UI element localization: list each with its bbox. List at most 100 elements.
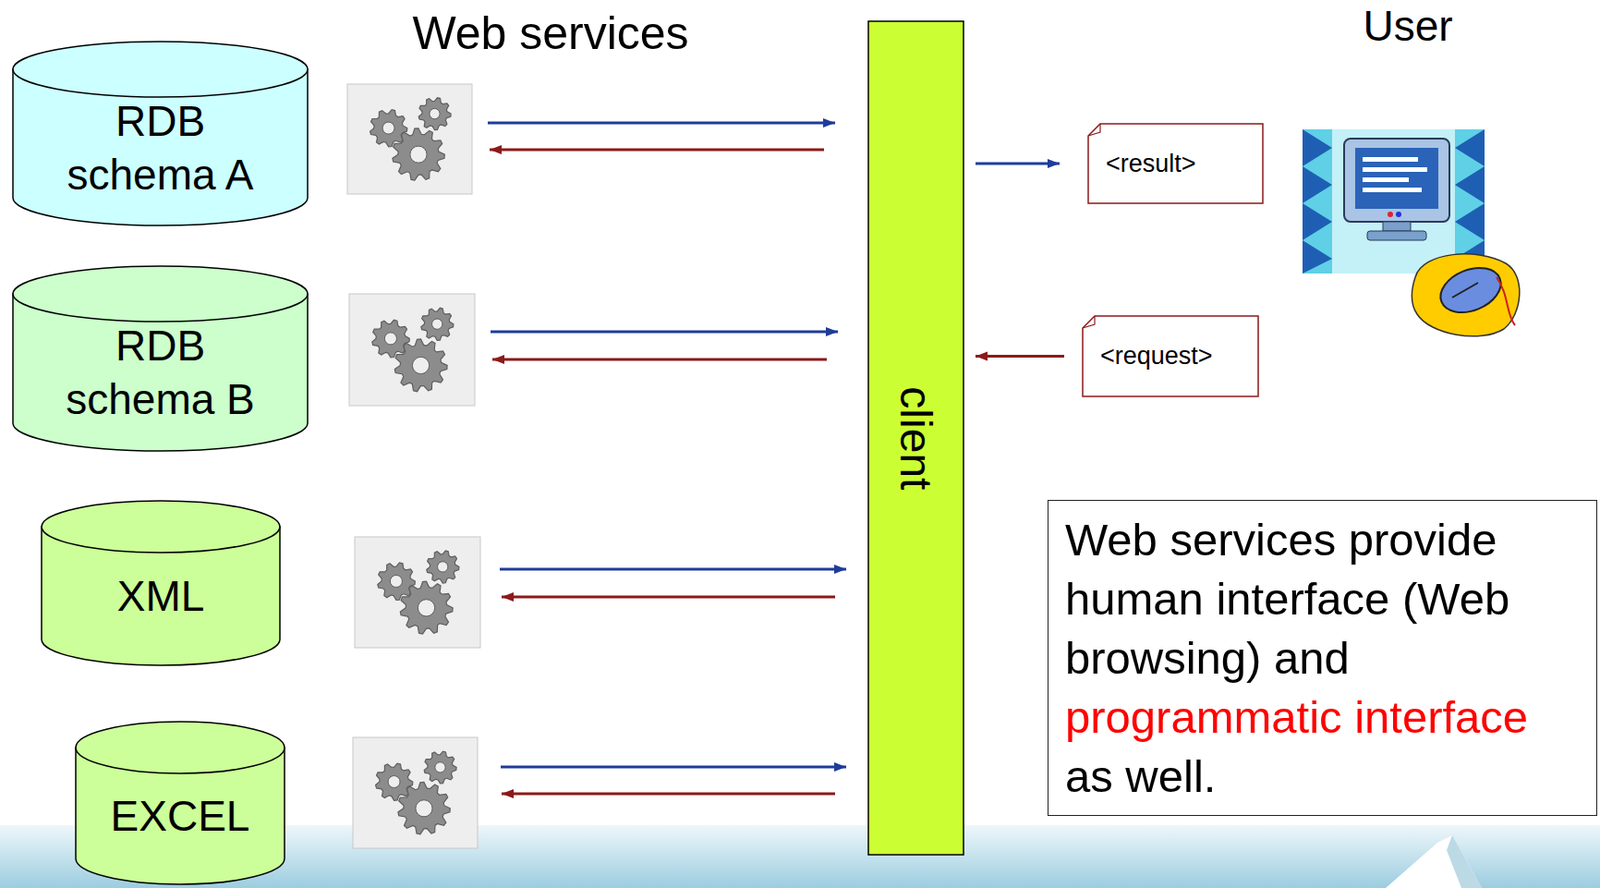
label-holder: User [1362, 1, 1453, 51]
gear-icon [377, 562, 416, 601]
request-arrow [501, 595, 836, 599]
node-content: RDB schema B [12, 292, 309, 452]
clipart-background [1332, 129, 1455, 274]
service-arrows [487, 122, 847, 794]
response-arrow [487, 121, 836, 125]
response-arrow [500, 765, 847, 769]
connector-arrow [975, 354, 1065, 358]
client-label: client [891, 386, 941, 490]
node-content: EXCEL [74, 746, 286, 885]
note-text: Web services provide human interface (We… [1065, 509, 1580, 688]
document-body [1082, 315, 1259, 397]
gear-hole [412, 356, 429, 374]
message-document: <request> [1081, 315, 1260, 398]
database-cylinder: EXCEL [74, 720, 286, 885]
service-icon-box [352, 737, 478, 849]
connector-arrow [975, 162, 1060, 166]
clipart-zigzag [1454, 129, 1485, 274]
node-content: client [867, 20, 965, 856]
node-content: Web services provide human interface (We… [1048, 500, 1597, 815]
document-fold [1082, 315, 1095, 328]
request-arrow [501, 792, 836, 796]
node-label: RDB schema B [54, 318, 267, 426]
node-content: <result> [1087, 122, 1264, 205]
cylinder-top [12, 41, 308, 97]
monitor-stand [1382, 221, 1411, 231]
service-icon-box [349, 293, 475, 406]
document-fold [1088, 123, 1101, 136]
node-content: XML [40, 525, 281, 667]
gear-icon [426, 550, 460, 583]
note-text: programmatic interface [1065, 687, 1580, 747]
screen-line [1362, 167, 1428, 172]
mouse-cord [1496, 277, 1516, 326]
note-box: Web services provide human interface (We… [1047, 499, 1598, 816]
node-label: <request> [1100, 340, 1213, 371]
cylinder-top [41, 500, 280, 553]
mouse-body [1433, 259, 1508, 321]
mouse-button-line [1452, 282, 1479, 298]
database-cylinder: RDB schema A [12, 40, 309, 227]
bar-fill [868, 21, 964, 855]
clipart-zigzag [1302, 129, 1333, 274]
heading-label: User [1362, 1, 1453, 51]
gear-hole [417, 599, 435, 617]
gear-icon [370, 109, 408, 147]
gear-icon [392, 128, 445, 181]
service-icon-box [354, 536, 481, 648]
gear-hole [435, 762, 446, 773]
gear-hole [410, 145, 427, 163]
gear-icon [398, 781, 450, 835]
gear-icon [372, 319, 411, 358]
gear-hole [429, 109, 440, 120]
node-content: RDB schema A [12, 68, 309, 227]
service-icon-box [347, 84, 473, 194]
gear-hole [437, 561, 449, 572]
message-document: <result> [1087, 122, 1264, 205]
mountain-peak [1385, 835, 1482, 888]
label-holder: Web services [412, 7, 689, 61]
monitor-frame [1344, 138, 1450, 222]
gear-hole [382, 121, 395, 134]
note-text: as well. [1065, 746, 1580, 806]
gear-hole [384, 332, 397, 345]
monitor-led [1395, 211, 1402, 218]
gear-hole [432, 318, 443, 329]
response-arrow [499, 568, 847, 571]
gear-hole [415, 800, 433, 817]
mountain-icon [1385, 835, 1482, 888]
gear-icon [421, 307, 454, 340]
request-arrow [492, 358, 827, 362]
web-service-icons [347, 84, 481, 849]
response-arrow [490, 330, 838, 334]
node-label: XML [117, 569, 206, 623]
node-label: RDB schema A [54, 94, 267, 202]
database-cylinder: RDB schema B [12, 265, 309, 452]
database-cylinder: XML [40, 499, 281, 667]
monitor-screen [1355, 147, 1439, 209]
monitor-base [1367, 230, 1427, 241]
cylinder-top [75, 721, 285, 774]
document-body [1088, 123, 1263, 204]
gear-icon [400, 581, 453, 634]
gear-icon [394, 339, 448, 392]
computer-clipart [1302, 129, 1520, 337]
monitor-led [1387, 211, 1394, 218]
request-arrow [489, 148, 825, 152]
screen-line [1362, 177, 1409, 182]
node-label: EXCEL [110, 788, 251, 843]
node-content: <request> [1081, 315, 1260, 398]
gear-hole [389, 574, 402, 587]
mountain-shade [1446, 835, 1482, 888]
gear-icon [424, 751, 457, 784]
gear-icon [418, 97, 451, 131]
heading-label: Web services [412, 7, 689, 61]
gear-hole [387, 775, 400, 788]
gear-icon [375, 763, 413, 800]
clipart-background [1302, 129, 1485, 274]
node-label: <result> [1105, 148, 1197, 179]
cylinder-top [12, 266, 308, 322]
screen-line [1362, 187, 1422, 193]
client-bar: client [867, 20, 965, 856]
